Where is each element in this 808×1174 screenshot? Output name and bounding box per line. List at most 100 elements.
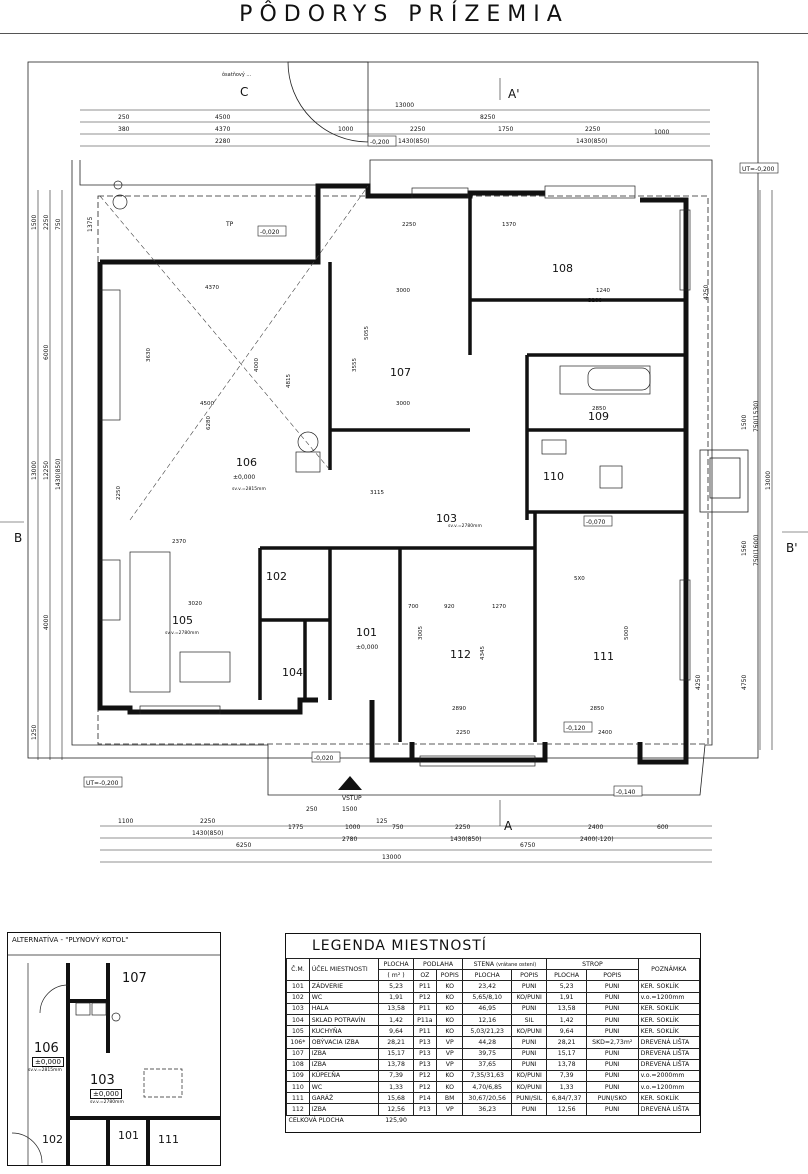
dim-left-1430: 1430(850) (55, 459, 62, 490)
inner-dim-3115: 3115 (370, 490, 384, 496)
dim-bot-2780: 2780 (342, 836, 357, 843)
table-cell: 12,16 (462, 1013, 512, 1027)
room-101: 101 (356, 626, 377, 639)
inner-dim-5000: 5000 (624, 626, 630, 640)
table-cell: VP (436, 1058, 464, 1071)
inner-dim-3000b: 3000 (396, 401, 410, 407)
fixtures (112, 180, 651, 473)
col-plocha-unit: ( m² ) (378, 969, 414, 982)
room-109: 109 (588, 410, 609, 423)
entrance-marker (338, 776, 362, 790)
table-cell: KO/PUNI (510, 1081, 548, 1094)
dim-top-1430a: 1430(850) (398, 138, 429, 145)
inner-dim-6280: 6280 (206, 416, 212, 430)
inner-dim-1370: 1370 (502, 222, 516, 228)
table-cell: P13 (412, 1036, 438, 1049)
terrace-arc (287, 61, 369, 143)
title-underline (0, 33, 808, 34)
section-a-top: A' (508, 87, 520, 101)
table-cell: KO (436, 1069, 464, 1083)
table-cell: 111 (286, 1092, 310, 1105)
table-cell: 23,42 (462, 980, 512, 993)
table-cell: BM (436, 1092, 464, 1105)
table-cell: 109 (286, 1069, 310, 1083)
dim-bot-2250b: 2250 (455, 824, 470, 831)
floor-plan: C A' A B B' ôsatňový ... TP 13000 8250 4… (0, 61, 808, 863)
table-cell: DREVENÁ LIŠTA (637, 1047, 701, 1060)
table-cell: 15,17 (546, 1047, 587, 1060)
table-cell: SKD=2,73m² (585, 1036, 639, 1049)
table-cell: KUCHYŇA (308, 1025, 380, 1038)
dim-bot-1100: 1100 (118, 818, 133, 825)
legend-title: LEGENDA MIESTNOSTÍ (312, 938, 487, 954)
table-cell: 110 (286, 1081, 310, 1094)
inner-dim-2250b: 2250 (456, 730, 470, 736)
table-cell: P12 (412, 1081, 438, 1094)
alt-room-106-note: sv.v.=2815mm (28, 1068, 62, 1073)
table-cell: IZBA (308, 1103, 380, 1116)
table-cell: v.o.=1200mm (637, 991, 701, 1004)
table-cell: VP (436, 1047, 464, 1060)
note-tp: TP (225, 221, 234, 228)
dim-right-4250b: 4250 (695, 675, 702, 690)
dim-left-750: 750 (55, 218, 62, 230)
table-cell: 12,56 (546, 1103, 587, 1116)
dim-left-1500: 1500 (31, 215, 38, 230)
table-cell: P12 (412, 991, 438, 1004)
table-cell: 112 (286, 1103, 310, 1116)
table-cell: ZÁDVERIE (308, 980, 380, 993)
table-cell: KÚPEĽŇA (308, 1069, 380, 1083)
dim-left-12250: 12250 (43, 461, 50, 480)
table-cell: PUNI (510, 980, 548, 993)
table-cell: SKLAD POTRAVÍN (308, 1013, 380, 1027)
dim-right-1500: 1500 (741, 415, 748, 430)
alt-room-101: 101 (118, 1129, 139, 1142)
table-cell: 37,65 (462, 1058, 512, 1071)
dim-right-750: 750(1530) (753, 401, 760, 432)
table-cell: KO (436, 1081, 464, 1094)
table-cell: 28,21 (378, 1036, 414, 1049)
table-cell: 13,58 (546, 1002, 587, 1015)
table-cell: v.o.=1200mm (637, 1081, 701, 1094)
table-cell: 9,64 (546, 1025, 587, 1038)
table-cell: PUNI (585, 1047, 639, 1060)
inner-dim-4815: 4815 (286, 374, 292, 388)
table-cell: 44,28 (462, 1036, 512, 1049)
dim-bot-6750: 6750 (520, 842, 535, 849)
table-cell: P11a (412, 1013, 438, 1027)
inner-dim-2400: 2400 (598, 730, 612, 736)
level-2: -0,020 (260, 229, 280, 236)
table-cell: HALA (308, 1002, 380, 1015)
table-cell: IZBA (308, 1047, 380, 1060)
dim-right-1560: 1560 (741, 541, 748, 556)
table-cell: KO (436, 991, 464, 1004)
table-cell: PUNI (585, 1058, 639, 1071)
table-cell: GARÁŽ (308, 1092, 380, 1105)
dim-bot-250: 250 (306, 806, 318, 813)
table-cell: 107 (286, 1047, 310, 1060)
table-cell: KO (436, 1013, 464, 1027)
total-spacer (413, 1115, 699, 1126)
dim-right-13000: 13000 (765, 471, 772, 490)
alternative-caption: ALTERNATÍVA - "PLYNOVÝ KOTOL" (12, 936, 129, 944)
table-cell: KO (436, 1025, 464, 1038)
table-cell: OBÝVACIA IZBA (308, 1036, 380, 1049)
table-cell: 101 (286, 980, 310, 993)
level-1: -0,200 (370, 139, 390, 146)
dim-left-13000: 13000 (31, 461, 38, 480)
room-labels: 108 107 109 110 106 ±0,000 sv.v.=2815mm … (165, 262, 614, 679)
dim-top-2280: 2280 (215, 138, 230, 145)
alt-room-103: 103 (90, 1073, 115, 1088)
table-cell: 1,33 (546, 1081, 587, 1094)
col-stena-popis: POPIS (510, 969, 548, 982)
room-106: 106 (236, 456, 257, 469)
dim-right-750b: 750(1600) (753, 535, 760, 566)
table-cell: 1,91 (546, 991, 587, 1004)
table-cell: PUNI (510, 1103, 548, 1116)
table-cell: 4,70/6,85 (462, 1081, 512, 1094)
ut-left: UT=-0,200 (86, 780, 119, 787)
roof-diagonals (99, 185, 369, 521)
